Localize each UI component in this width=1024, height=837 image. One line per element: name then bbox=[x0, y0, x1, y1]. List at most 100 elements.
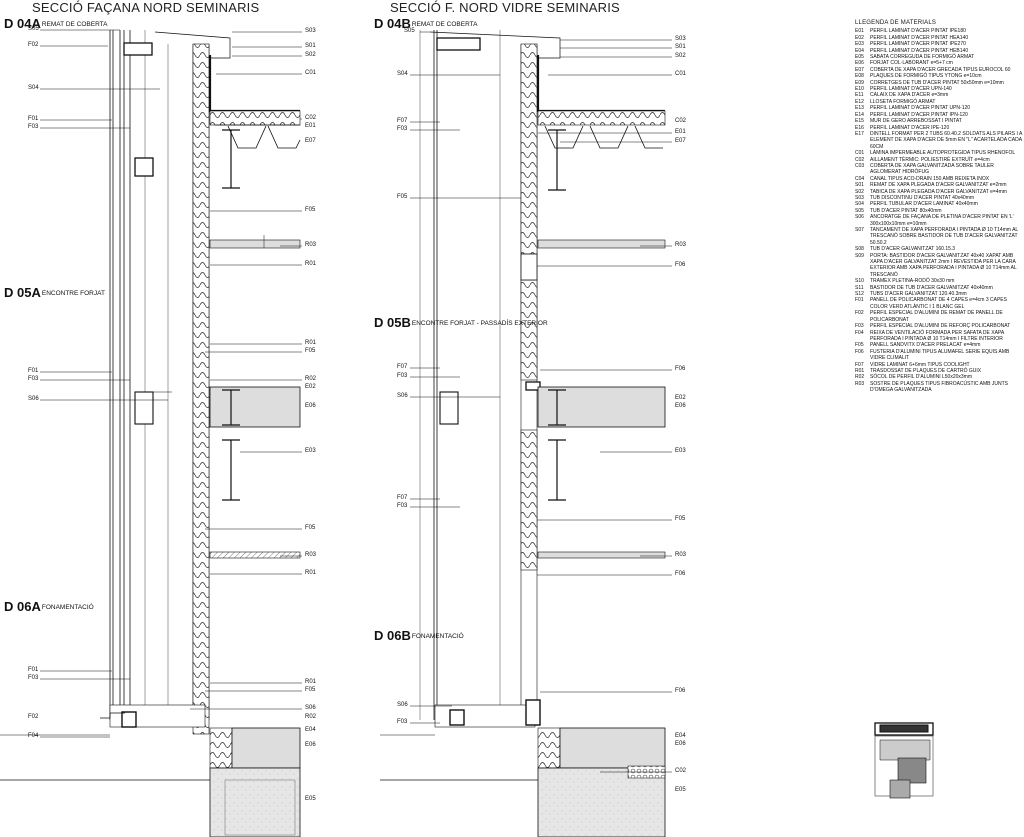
callout-label: F06 bbox=[675, 262, 686, 268]
callout-label: E07 bbox=[305, 138, 316, 144]
legend-text: REIXA DE VENTILACIÓ FORMADA PER SAFATA D… bbox=[870, 329, 1004, 342]
legend-code: S01 bbox=[855, 182, 864, 189]
callout-label: S02 bbox=[675, 53, 686, 59]
callout-label: F01 bbox=[28, 116, 39, 122]
callout-label: E02 bbox=[305, 384, 316, 390]
legend-item: E13 PERFIL LAMINAT D'ACER PINTAT UPN-120 bbox=[855, 105, 1023, 111]
callout-label: E07 bbox=[675, 138, 686, 144]
callout-label: S04 bbox=[397, 71, 408, 77]
legend-code: E05 bbox=[855, 54, 864, 61]
legend-code: E02 bbox=[855, 34, 864, 41]
legend-item: E02 PERFIL LAMINAT D'ACER PINTAT HEA140 bbox=[855, 35, 1023, 41]
callout-label: R03 bbox=[305, 552, 317, 558]
legend-code: E17 bbox=[855, 130, 864, 137]
callout-label: E02 bbox=[675, 395, 686, 401]
legend-text: REMAT DE XAPA PLEGADA D'ACER GALVANITZAT… bbox=[870, 182, 1007, 189]
callout-label: S05 bbox=[404, 28, 415, 34]
callout-label: S03 bbox=[305, 28, 316, 34]
callout-label: F05 bbox=[305, 687, 316, 693]
legend-code: S03 bbox=[855, 194, 864, 201]
callout-label: E06 bbox=[675, 741, 686, 747]
callout-label: F07 bbox=[397, 364, 408, 370]
callout-label: F05 bbox=[305, 525, 316, 531]
legend-code: F02 bbox=[855, 310, 864, 317]
legend-code: E09 bbox=[855, 79, 864, 86]
legend-code: F06 bbox=[855, 348, 864, 355]
legend-code: E03 bbox=[855, 41, 864, 48]
callout-label: R02 bbox=[305, 376, 317, 382]
legend-text: PERFIL LAMINAT D'ACER UPN-140 bbox=[870, 86, 952, 93]
callout-label: C02 bbox=[305, 115, 317, 121]
legend-code: E15 bbox=[855, 118, 864, 125]
callout-label: E03 bbox=[305, 448, 316, 454]
legend-text: PERFIL LAMINAT D'ACER PINTAT UPN-120 bbox=[870, 105, 971, 112]
legend-item: S01 REMAT DE XAPA PLEGADA D'ACER GALVANIT… bbox=[855, 182, 1023, 188]
legend-text: LLOSETA FORMIGÓ ARMAT bbox=[870, 98, 936, 105]
callout-label: F06 bbox=[675, 688, 686, 694]
callout-label: E06 bbox=[305, 742, 316, 748]
legend-code: S12 bbox=[855, 291, 864, 298]
callout-label: E05 bbox=[305, 796, 316, 802]
legend-text: PERFIL LAMINAT D'ACER PINTAT HEA140 bbox=[870, 34, 969, 41]
callout-label: E05 bbox=[675, 787, 686, 793]
legend-text: PERFIL ESPECIAL D'ALUMINI DE REFORÇ POLI… bbox=[870, 323, 1011, 330]
callout-label: F03 bbox=[28, 675, 39, 681]
legend-text: COBERTA DE XAPA D'ACER GRECADA TIPUS EUR… bbox=[870, 66, 1011, 73]
callout-label: F02 bbox=[28, 42, 39, 48]
legend-text: COBERTA DE XAPA GALVANITZADA SOBRE TAULE… bbox=[870, 162, 994, 176]
legend-text: TUB D'ACER GALVANITZAT 160.15.3 bbox=[870, 246, 956, 253]
legend-code: E11 bbox=[855, 92, 864, 99]
legend-item: F03 PERFIL ESPECIAL D'ALUMINI DE REFORÇ P… bbox=[855, 323, 1023, 329]
callout-label: F05 bbox=[397, 194, 408, 200]
callout-label: F01 bbox=[28, 667, 39, 673]
legend-code: E04 bbox=[855, 47, 864, 54]
callout-label: F03 bbox=[397, 126, 408, 132]
legend-code: F07 bbox=[855, 361, 864, 368]
detail-title: D 06AFONAMENTACIÓ bbox=[4, 599, 94, 614]
legend-text: PERFIL LAMINAT D'ACER IPE-120 bbox=[870, 124, 950, 131]
callout-label: F07 bbox=[397, 495, 408, 501]
callout-label: R03 bbox=[305, 242, 317, 248]
callout-label: R03 bbox=[675, 242, 687, 248]
legend-code: F03 bbox=[855, 323, 864, 330]
callout-label: S02 bbox=[305, 52, 316, 58]
legend-code: R02 bbox=[855, 374, 865, 381]
callout-label: S04 bbox=[28, 85, 39, 91]
legend-text: SABATA CORREGUDA DE FORMIGÓ ARMAT bbox=[870, 54, 975, 61]
callout-label: E01 bbox=[305, 123, 316, 129]
legend-text: AILLAMENT TÈRMIC: POLIESTIRÈ EXTRUÏT e=4… bbox=[870, 156, 990, 163]
callout-label: C02 bbox=[675, 118, 687, 124]
legend-code: S11 bbox=[855, 284, 864, 291]
legend-code: E13 bbox=[855, 105, 864, 112]
callout-label: F04 bbox=[28, 733, 39, 739]
legend-code: C04 bbox=[855, 175, 865, 182]
legend-text: PANELL DE POLICARBONAT DE 4 CAPES e=4cm … bbox=[870, 297, 1007, 310]
legend-code: C03 bbox=[855, 162, 865, 169]
callout-label: C01 bbox=[305, 70, 317, 76]
callout-label: C02 bbox=[675, 768, 687, 774]
callout-label: S06 bbox=[305, 705, 316, 711]
legend-code: F05 bbox=[855, 342, 864, 349]
legend-text: TABICA DE XAPA PLEGADA D'ACER GALVANITZA… bbox=[870, 188, 1007, 195]
detail-title: D 06BFONAMENTACIÓ bbox=[374, 628, 464, 643]
detail-title: D 05BENCONTRE FORJAT - PASSADÍS EXTERIOR bbox=[374, 315, 548, 330]
legend-item: F05 PANELL SANDVITX D'ACER PRELACAT e=4mm bbox=[855, 342, 1023, 348]
legend-text: PANELL SANDVITX D'ACER PRELACAT e=4mm bbox=[870, 342, 981, 349]
